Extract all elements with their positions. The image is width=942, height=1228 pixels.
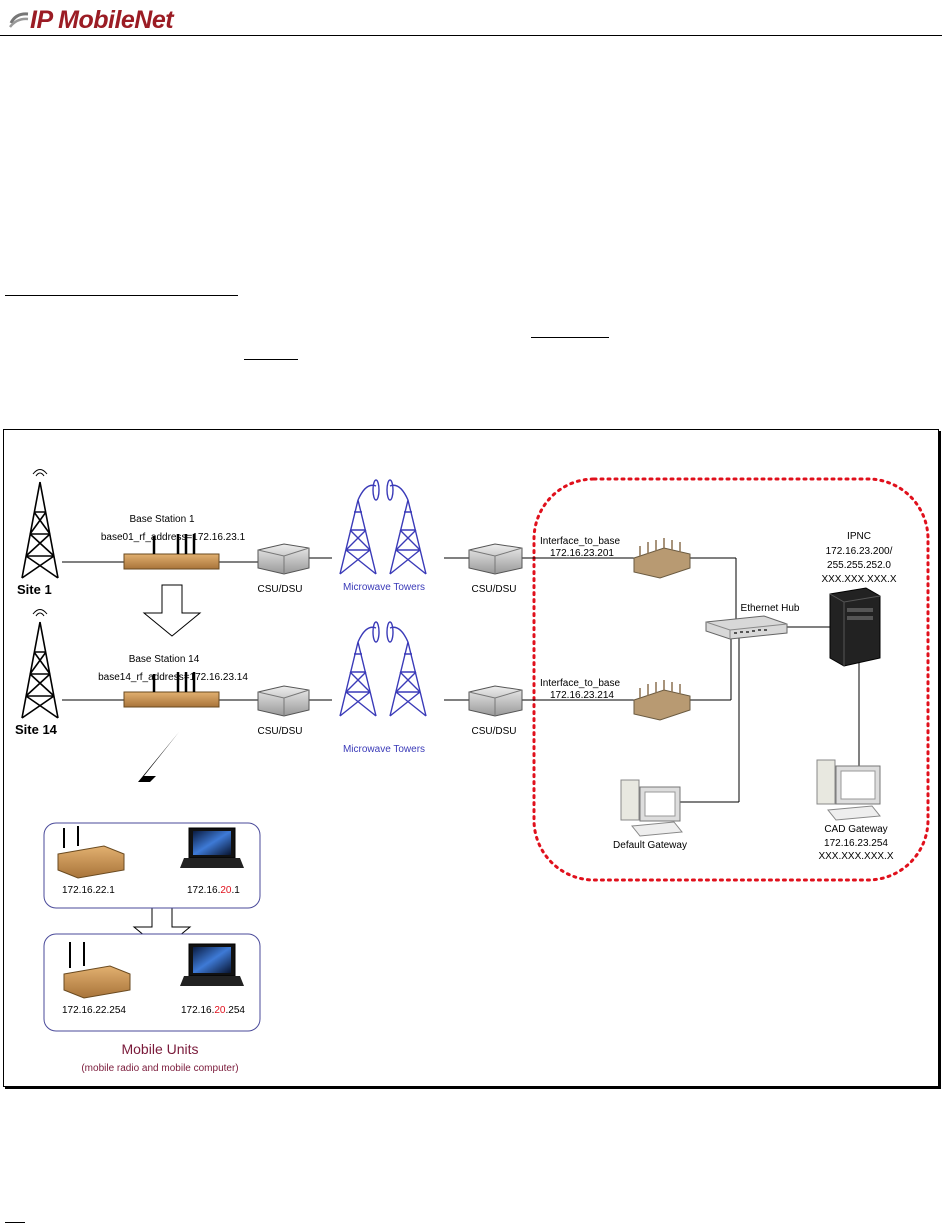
ethernet-hub-label: Ethernet Hub xyxy=(741,603,800,614)
default-gateway-pc-icon xyxy=(620,779,683,837)
underline-mark xyxy=(531,337,609,338)
connection-lines xyxy=(62,557,860,988)
microwave-towers-label: Microwave Towers xyxy=(343,744,425,755)
mobile-computer-icon xyxy=(180,827,244,868)
interface-amplifier-icon xyxy=(633,538,691,579)
cad-gateway-pc-icon xyxy=(816,759,881,821)
mobile-radio-icon xyxy=(57,826,125,879)
base-station-14-address: base14_rf_address=172.16.23.14 xyxy=(98,672,248,683)
header-divider xyxy=(0,35,942,36)
microwave-towers-icon xyxy=(339,479,427,575)
mobile-computer-ip: 172.16.20.254 xyxy=(181,1005,245,1016)
csu-dsu-icon xyxy=(257,543,310,575)
microwave-towers-icon xyxy=(339,621,427,717)
site14-label: Site 14 xyxy=(15,722,58,737)
site1-tower-icon xyxy=(21,469,59,579)
base-station-14-title: Base Station 14 xyxy=(129,654,200,665)
mobile-computer-ip: 172.16.20.1 xyxy=(187,885,240,896)
ipnc-title: IPNC xyxy=(847,531,871,542)
microwave-towers-label: Microwave Towers xyxy=(343,582,425,593)
mobile-units-subtitle: (mobile radio and mobile computer) xyxy=(81,1063,238,1074)
cad-gateway-title: CAD Gateway xyxy=(824,824,887,835)
lan-boundary xyxy=(532,477,930,882)
mobile-radio-ip: 172.16.22.1 xyxy=(62,885,115,896)
underline-mark xyxy=(244,359,298,360)
mobile-units-title: Mobile Units xyxy=(121,1041,198,1057)
network-diagram: Site 1 Site 14 Base Station 1 base01_rf_… xyxy=(3,429,939,1087)
csu-dsu-label: CSU/DSU xyxy=(471,726,516,737)
mobile-radio-icon xyxy=(63,942,131,999)
csu-dsu-icon xyxy=(468,685,523,717)
site14-tower-icon xyxy=(21,609,59,719)
base-station-1-address: base01_rf_address=172.16.23.1 xyxy=(101,532,246,543)
company-logo: IP MobileNet xyxy=(8,5,174,34)
logo-swoosh-icon xyxy=(9,12,29,28)
interface-amplifier-icon xyxy=(633,680,691,721)
underline-mark xyxy=(5,295,238,296)
cad-gateway-ip: 172.16.23.254 xyxy=(824,838,888,849)
interface-ip-label: 172.16.23.201 xyxy=(550,548,614,559)
diagram-canvas: Site 1 Site 14 Base Station 1 base01_rf_… xyxy=(15,469,930,1074)
ipnc-ip: 172.16.23.200/ xyxy=(826,546,893,557)
base-station-14-icon xyxy=(123,672,220,708)
ipnc-external-ip: XXX.XXX.XXX.X xyxy=(821,574,896,585)
ipnc-mask: 255.255.252.0 xyxy=(827,560,891,571)
csu-dsu-label: CSU/DSU xyxy=(257,726,302,737)
logo-text: IP MobileNet xyxy=(30,5,174,34)
underline-mark xyxy=(5,1222,25,1223)
csu-dsu-label: CSU/DSU xyxy=(471,584,516,595)
interface-ip-label: 172.16.23.214 xyxy=(550,690,614,701)
default-gateway-label: Default Gateway xyxy=(613,840,687,851)
ethernet-hub-icon xyxy=(705,615,788,640)
csu-dsu-icon xyxy=(257,685,310,717)
interface-name-label: Interface_to_base xyxy=(540,536,620,547)
mobile-radio-ip: 172.16.22.254 xyxy=(62,1005,126,1016)
base-station-1-title: Base Station 1 xyxy=(129,514,194,525)
down-arrow-icon xyxy=(142,584,202,637)
cad-gateway-external-ip: XXX.XXX.XXX.X xyxy=(818,851,893,862)
base-station-1-icon xyxy=(123,534,220,570)
interface-name-label: Interface_to_base xyxy=(540,678,620,689)
csu-dsu-label: CSU/DSU xyxy=(257,584,302,595)
csu-dsu-icon xyxy=(468,543,523,575)
mobile-computer-icon xyxy=(180,943,244,986)
ipnc-server-icon xyxy=(829,587,881,667)
wireless-link-icon xyxy=(110,732,179,822)
site1-label: Site 1 xyxy=(17,582,52,597)
